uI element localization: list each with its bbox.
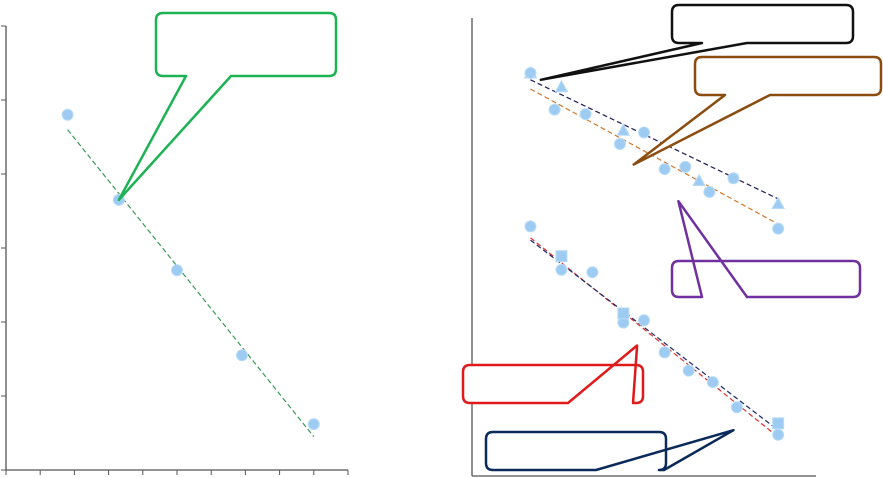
data-point-circle bbox=[703, 186, 716, 199]
callout-bubble bbox=[539, 3, 855, 82]
data-point-circle bbox=[61, 108, 74, 121]
data-point-circle bbox=[727, 172, 740, 185]
left-chart bbox=[1, 11, 349, 475]
data-point-circle bbox=[555, 263, 568, 276]
callout-bubble bbox=[632, 55, 883, 166]
data-point-circle bbox=[579, 108, 592, 121]
data-point-circle bbox=[613, 137, 626, 150]
data-point-triangle bbox=[771, 196, 786, 209]
left-y-ticks bbox=[1, 25, 6, 471]
data-point-triangle bbox=[554, 79, 569, 93]
trendline-3 bbox=[530, 239, 779, 431]
data-point-circle bbox=[235, 349, 248, 362]
right-chart bbox=[461, 3, 883, 477]
trendline-1 bbox=[530, 88, 779, 225]
data-point-circle bbox=[658, 163, 671, 176]
data-point-circle bbox=[658, 346, 671, 359]
data-point-triangle bbox=[616, 123, 631, 136]
right-points bbox=[523, 65, 786, 441]
data-point-circle bbox=[638, 126, 650, 139]
data-point-circle bbox=[171, 264, 183, 277]
data-point-circle bbox=[307, 418, 320, 431]
data-point-circle bbox=[772, 428, 785, 441]
data-point-circle bbox=[586, 266, 599, 279]
data-point-circle bbox=[730, 401, 743, 414]
data-point-triangle bbox=[692, 173, 706, 187]
data-point-circle bbox=[682, 364, 695, 377]
data-point-square bbox=[617, 307, 630, 320]
callout-bubble bbox=[117, 11, 338, 202]
right-callouts bbox=[461, 3, 883, 472]
callout-bubble bbox=[670, 199, 862, 299]
data-point-circle bbox=[638, 314, 650, 327]
data-point-circle bbox=[524, 66, 537, 79]
data-point-circle bbox=[524, 220, 537, 233]
left-x-ticks bbox=[5, 470, 349, 475]
data-point-circle bbox=[772, 222, 785, 235]
data-point-square bbox=[555, 250, 568, 263]
left-points bbox=[61, 108, 320, 431]
data-point-square bbox=[772, 417, 785, 430]
trendline-0 bbox=[67, 129, 315, 438]
callout-bubble bbox=[484, 428, 735, 472]
data-point-circle bbox=[706, 376, 719, 389]
data-point-circle bbox=[679, 160, 692, 173]
data-point-circle bbox=[548, 103, 561, 116]
left-callouts bbox=[117, 11, 338, 202]
callout-bubble bbox=[461, 344, 645, 405]
trendline-0 bbox=[530, 79, 779, 200]
left-trendlines bbox=[67, 129, 315, 438]
